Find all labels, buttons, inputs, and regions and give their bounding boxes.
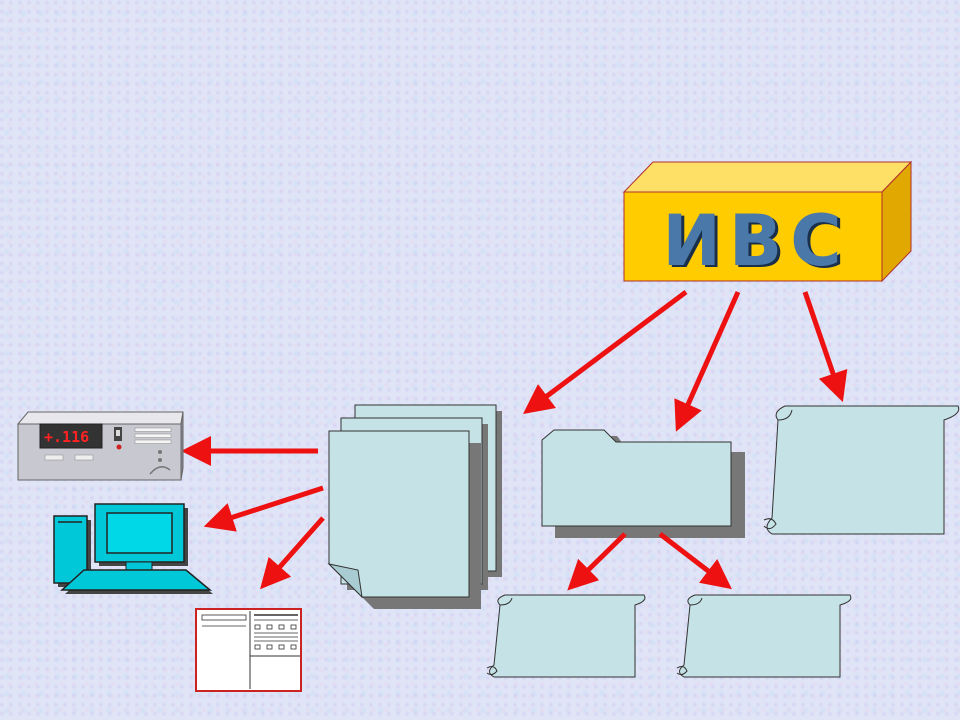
computer [53,503,213,594]
document-stack [327,404,502,609]
arrow-folder-to-scroll-left [567,532,627,591]
arrow-docs-to-computer [203,485,324,532]
table-document [195,608,302,692]
meter-display: +.116 [44,428,89,446]
keyboard [60,569,213,591]
ivs-box: ИВС ИВС [622,160,913,284]
folder-arrows [567,532,732,591]
ivs-label-shadow: ИВС [665,202,852,284]
arrow-folder-to-scroll-right [658,532,732,590]
computer-screen [106,512,173,554]
folder [541,429,745,538]
meter-indicator-light [116,444,122,450]
arrow-ivs-to-folder [674,290,741,432]
arrow-ivs-to-scroll [802,291,848,403]
document-arrows [181,436,325,590]
arrow-ivs-to-documents [522,289,688,414]
scroll-small-right [676,594,852,678]
scroll-large [763,405,960,535]
ivs-label: ИВС [662,200,849,282]
measuring-device: +.116 [16,411,184,481]
scroll-small-left [486,594,646,678]
arrow-docs-to-table [260,516,325,590]
ivs-arrows [522,289,848,432]
